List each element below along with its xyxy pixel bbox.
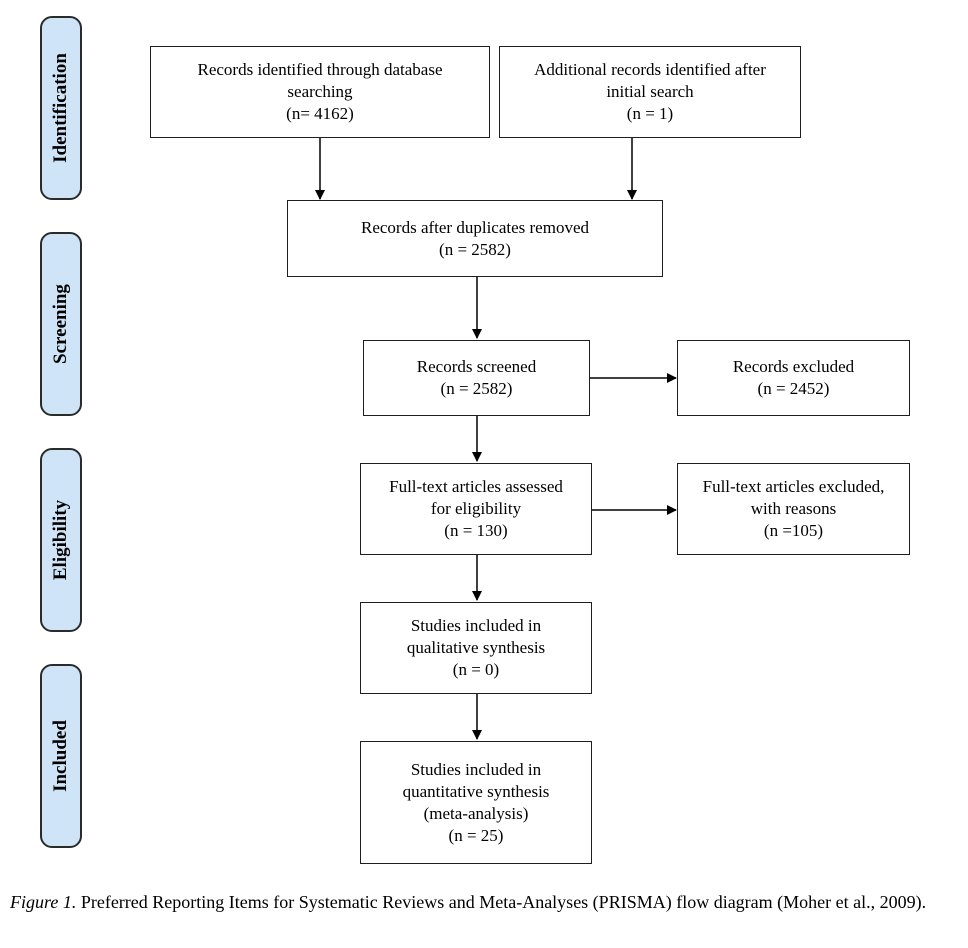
box-database-searching: Records identified through database sear… bbox=[150, 46, 490, 138]
box-quantitative-synthesis-line2: quantitative synthesis bbox=[402, 781, 550, 801]
box-fulltext-assessed-line3: (n = 130) bbox=[444, 521, 508, 540]
box-records-screened-line1: Records screened bbox=[416, 357, 537, 376]
box-records-excluded-line1: Records excluded bbox=[732, 357, 855, 376]
box-database-searching-line2: searching bbox=[287, 82, 353, 101]
box-qualitative-synthesis-line1: Studies included in bbox=[410, 616, 542, 635]
box-quantitative-synthesis-line3: (meta-analysis) bbox=[423, 803, 529, 823]
box-records-screened: Records screened (n = 2582) bbox=[363, 340, 590, 416]
box-duplicates-removed-line2: (n = 2582) bbox=[439, 239, 511, 259]
box-fulltext-assessed-line2: for eligibility bbox=[430, 499, 522, 518]
box-duplicates-removed-line1: Records after duplicates removed bbox=[361, 217, 589, 237]
box-qualitative-synthesis: Studies included in qualitative synthesi… bbox=[360, 602, 592, 694]
box-records-excluded: Records excluded (n = 2452) bbox=[677, 340, 910, 416]
figure-caption-lead: Figure 1. bbox=[10, 892, 77, 912]
box-fulltext-assessed: Full-text articles assessed for eligibil… bbox=[360, 463, 592, 555]
box-quantitative-synthesis-line4: (n = 25) bbox=[448, 825, 504, 845]
box-database-searching-line3: (n= 4162) bbox=[286, 104, 354, 123]
phase-included: Included bbox=[40, 664, 82, 848]
box-fulltext-excluded-line2: with reasons bbox=[750, 499, 837, 518]
box-records-excluded-line2: (n = 2452) bbox=[757, 379, 830, 398]
prisma-flow-diagram: Identification Screening Eligibility Inc… bbox=[40, 16, 910, 864]
box-additional-records-line2: initial search bbox=[606, 82, 694, 101]
box-additional-records-line3: (n = 1) bbox=[626, 104, 674, 123]
box-database-searching-line1: Records identified through database bbox=[197, 60, 443, 79]
box-fulltext-excluded-line1: Full-text articles excluded, bbox=[702, 477, 885, 496]
box-additional-records-line1: Additional records identified after bbox=[534, 60, 766, 79]
phase-eligibility: Eligibility bbox=[40, 448, 82, 632]
box-fulltext-assessed-line1: Full-text articles assessed bbox=[389, 477, 563, 496]
figure-caption-text: Preferred Reporting Items for Systematic… bbox=[80, 892, 927, 912]
box-additional-records: Additional records identified after init… bbox=[499, 46, 801, 138]
box-duplicates-removed: Records after duplicates removed (n = 25… bbox=[287, 200, 663, 277]
box-qualitative-synthesis-line3: (n = 0) bbox=[452, 660, 500, 679]
phase-screening: Screening bbox=[40, 232, 82, 416]
box-fulltext-excluded: Full-text articles excluded, with reason… bbox=[677, 463, 910, 555]
box-quantitative-synthesis: Studies included in quantitative synthes… bbox=[360, 741, 592, 864]
box-quantitative-synthesis-line1: Studies included in bbox=[410, 759, 542, 779]
flow-connectors bbox=[315, 138, 677, 740]
box-qualitative-synthesis-line2: qualitative synthesis bbox=[406, 638, 546, 657]
figure-caption: Figure 1. Preferred Reporting Items for … bbox=[10, 890, 940, 914]
box-fulltext-excluded-line3: (n =105) bbox=[763, 521, 824, 540]
box-records-screened-line2: (n = 2582) bbox=[440, 379, 513, 398]
phase-identification: Identification bbox=[40, 16, 82, 200]
